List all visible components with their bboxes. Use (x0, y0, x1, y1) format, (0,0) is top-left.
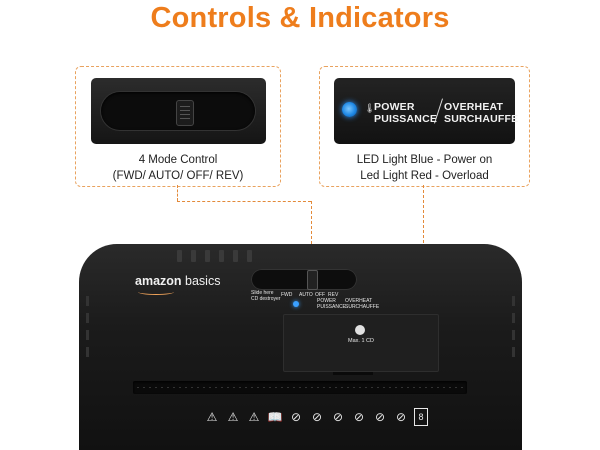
no-child-icon: ⊘ (332, 410, 344, 424)
cd-slot-icon (355, 325, 365, 335)
device-power-label: POWER (317, 298, 336, 304)
no-hair-icon: ⊘ (353, 410, 365, 424)
surchauffe-label: SURCHAUFFE (444, 113, 519, 125)
cd-label: Max. 1 CD (348, 338, 374, 344)
led-caption-line1: LED Light Blue - Power on (356, 154, 493, 166)
leader-left-horizontal (177, 201, 311, 202)
mode-control-caption-line1: 4 Mode Control (138, 154, 218, 166)
power-label: POWER (374, 101, 415, 113)
warning-icon: ⚠ (206, 410, 218, 424)
mode-switch-knob[interactable] (176, 100, 194, 126)
device-power-led-icon (293, 301, 299, 307)
indicator-closeup: 🌡 POWER PUISSANCE OVERHEAT SURCHAUFFE (334, 78, 519, 144)
no-spray-icon: ⊘ (395, 410, 407, 424)
brand-amazon: amazon (135, 274, 182, 288)
device-mode-switch-knob[interactable] (307, 270, 318, 290)
page-title: Controls & Indicators (150, 2, 450, 34)
mode-auto-label: AUTO (299, 292, 313, 298)
device-surchauffe-label: SURCHAUFFE (345, 303, 380, 310)
side-vents-right (512, 296, 515, 357)
brand-smile-icon (138, 289, 174, 295)
device-overheat-label: OVERHEAT (345, 298, 373, 304)
brand-basics: basics (185, 274, 221, 288)
mode-rev-label: REV (328, 292, 339, 298)
mode-off-label: OFF (315, 292, 325, 298)
mode-control-caption-line2: (FWD/ AUTO/ OFF/ REV) (112, 170, 244, 182)
mode-switch-closeup (91, 78, 266, 144)
vent-group (177, 250, 252, 262)
cd-slot-opening (333, 372, 373, 375)
slide-label-line2: CD destroyer (251, 295, 281, 302)
cd-slot-lid[interactable]: Max. 1 CD (283, 314, 439, 372)
leader-right-down (423, 185, 424, 288)
no-tie-icon: ⊘ (311, 410, 323, 424)
no-hand-icon: ⊘ (290, 410, 302, 424)
callout-mode-control: 4 Mode Control (FWD/ AUTO/ OFF/ REV) (75, 66, 281, 187)
sheet-capacity-icon: 8 (414, 408, 428, 426)
brand-logo: amazon basics (135, 274, 220, 288)
overheat-label: OVERHEAT (444, 101, 504, 113)
no-pet-icon: ⊘ (374, 410, 386, 424)
device-puissance-label: PUISSANCE (317, 303, 346, 310)
shredder-top-panel: amazon basics Slide here CD destroyer FW… (79, 244, 522, 450)
pet-warning-icon: ⚠ (248, 410, 260, 424)
callout-indicators: 🌡 POWER PUISSANCE OVERHEAT SURCHAUFFE LE… (319, 66, 530, 187)
device-mode-switch-track (251, 269, 357, 290)
child-warning-icon: ⚠ (227, 410, 239, 424)
thermometer-icon: 🌡 (364, 103, 376, 113)
warning-icons-row: ⚠ ⚠ ⚠ 📖 ⊘ ⊘ ⊘ ⊘ ⊘ ⊘ 8 (204, 408, 428, 426)
paper-feed-slot (133, 381, 467, 394)
leader-left-to-switch (311, 201, 312, 269)
mode-fwd-label: FWD (281, 292, 293, 298)
sheet-count: 8 (418, 412, 424, 422)
puissance-label: PUISSANCE (374, 113, 438, 125)
manual-icon: 📖 (267, 410, 283, 424)
power-led-icon (342, 102, 357, 117)
slide-label-line1: Slide here (251, 290, 274, 296)
side-vents-left (86, 296, 89, 357)
leader-left-down (177, 185, 178, 201)
led-caption-line2: Led Light Red - Overload (360, 170, 489, 182)
